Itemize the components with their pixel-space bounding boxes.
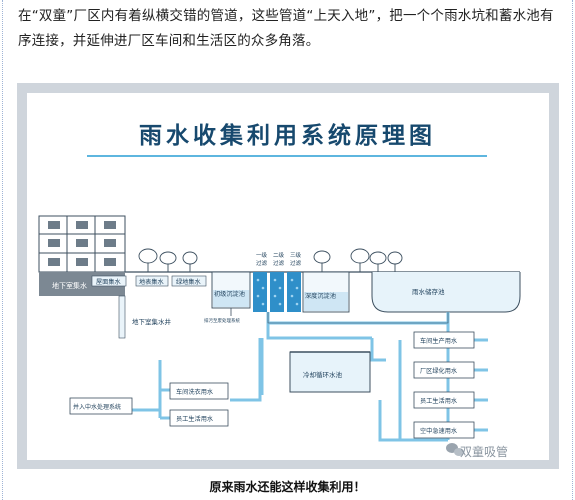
label-filter2: 二级过滤 [273, 251, 285, 267]
deep-tank [302, 271, 350, 313]
label-prod-water: 车间生产用水 [420, 337, 458, 345]
left-border [2, 0, 3, 500]
diagram-title: 雨水收集利用系统原理图 [139, 123, 436, 149]
cooling-tank [289, 351, 371, 393]
label-green-water: 厂区绿化用水 [420, 367, 458, 375]
watermark-text: 双童吸管 [460, 445, 509, 459]
label-filter3: 三级过滤 [290, 251, 302, 267]
intro-paragraph: 在“双童”厂区内有着纵横交错的管道，这些管道“上天入地”，把一个个雨水坑和蓄水池… [18, 8, 554, 49]
first-tank [211, 271, 251, 309]
label-wash-water: 车间洗衣用水 [176, 388, 214, 396]
label-filter1: 一级过滤 [256, 251, 268, 267]
image-caption: 原来雨水还能这样收集利用！ [209, 480, 366, 494]
label-roof: 屋面集水 [96, 278, 122, 286]
label-greenbelt: 绿地集水 [176, 278, 202, 286]
left-usage-boxes [69, 382, 229, 427]
label-ac-water: 空中急速用水 [420, 427, 458, 435]
wechat-icon [446, 443, 464, 456]
building [38, 215, 126, 273]
collection-strips [91, 275, 207, 287]
label-discharge: 排污至废处理系统 [204, 317, 240, 324]
right-border [572, 0, 573, 500]
title-underline [87, 155, 487, 157]
label-cooling: 冷却循环水池 [303, 370, 343, 379]
storage-pool [371, 272, 521, 313]
label-storage-pool: 雨水储存池 [412, 287, 445, 296]
tree-icons [138, 248, 403, 272]
label-reclaimed: 并入中水处理系统 [73, 403, 121, 411]
label-first-tank: 初级沉淀池 [214, 290, 245, 298]
label-basement: 地下室集水 [52, 281, 87, 290]
label-staff-water: 员工生活用水 [420, 397, 458, 405]
label-ground: 地表集水 [139, 278, 165, 286]
label-life-water: 员工生活用水 [176, 415, 214, 423]
label-deep-tank: 深度沉淀池 [305, 292, 336, 300]
label-well: 地下室集水井 [132, 317, 172, 326]
filter-stages [253, 272, 301, 312]
usage-boxes [413, 331, 475, 439]
